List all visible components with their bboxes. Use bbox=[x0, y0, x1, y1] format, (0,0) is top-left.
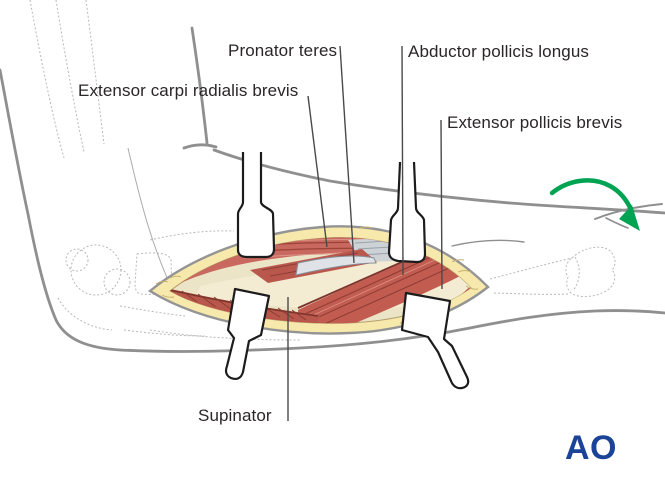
retractor-top-left bbox=[236, 152, 276, 259]
ao-logo: AO bbox=[565, 429, 617, 467]
retractor-bottom-right bbox=[400, 291, 470, 390]
leader-abductor-pollicis-longus bbox=[401, 45, 404, 276]
label-pronator-teres: Pronator teres bbox=[228, 41, 338, 60]
label-abductor-pollicis-longus: Abductor pollicis longus bbox=[408, 42, 589, 61]
retractor-bottom-left bbox=[224, 287, 271, 380]
pronation-arrow-icon bbox=[549, 178, 640, 231]
leader-extensor-carpi-radialis-brevis bbox=[307, 95, 328, 248]
leader-lines bbox=[287, 45, 443, 421]
label-extensor-carpi-radialis-brevis: Extensor carpi radialis brevis bbox=[78, 81, 299, 100]
label-extensor-pollicis-brevis: Extensor pollicis brevis bbox=[447, 113, 623, 132]
bone-outlines bbox=[29, 0, 616, 341]
leader-pronator-teres bbox=[339, 45, 355, 264]
retractors bbox=[224, 152, 470, 390]
label-supinator: Supinator bbox=[198, 406, 272, 425]
leader-extensor-pollicis-brevis bbox=[440, 119, 443, 290]
retractor-top-right bbox=[387, 161, 427, 264]
